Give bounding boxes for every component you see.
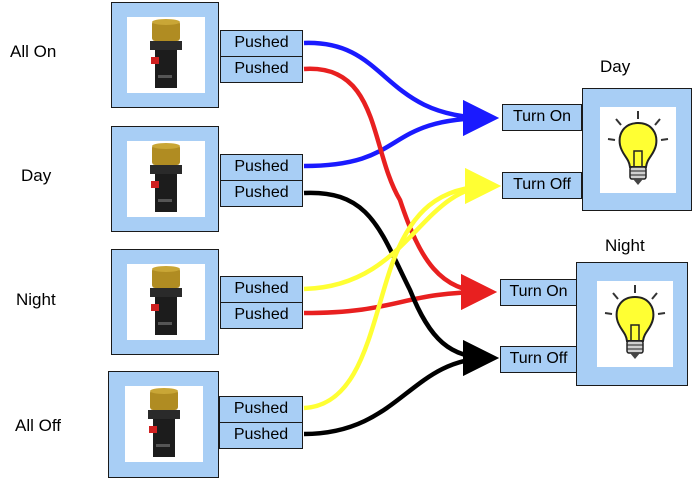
push-button-panel-day[interactable]: [111, 126, 219, 232]
wire-alloff-to-night-off: [303, 340, 499, 437]
push-button-icon: [127, 141, 205, 217]
push-button-panel-all-on[interactable]: [111, 2, 219, 108]
port-day-turn-on[interactable]: Turn On: [502, 104, 582, 131]
wire-allon-to-day-on: [303, 40, 499, 136]
port-pushed-day-bottom[interactable]: Pushed: [220, 180, 303, 207]
port-pushed-night-top[interactable]: Pushed: [220, 276, 303, 303]
button-label-all-off: All Off: [15, 416, 61, 435]
button-label-all-on: All On: [10, 42, 57, 61]
port-day-turn-off[interactable]: Turn Off: [502, 172, 582, 199]
light-panel-night[interactable]: [576, 262, 688, 386]
light-panel-day[interactable]: [582, 88, 692, 211]
button-label-night: Night: [16, 290, 56, 309]
port-night-turn-off[interactable]: Turn Off: [500, 346, 577, 373]
push-button-icon: [127, 264, 205, 340]
push-button-panel-night[interactable]: [111, 249, 219, 355]
wire-day-to-day-on: [303, 100, 499, 169]
light-label-night: Night: [605, 236, 645, 255]
port-pushed-all-off-bottom[interactable]: Pushed: [219, 422, 303, 449]
port-pushed-day-top[interactable]: Pushed: [220, 154, 303, 181]
wire-night-to-night-on: [303, 274, 497, 316]
wire-day-to-night-off: [303, 190, 499, 376]
wire-alloff-to-day-off: [303, 168, 501, 411]
light-bulb-icon: [597, 281, 673, 367]
port-pushed-all-on-top[interactable]: Pushed: [220, 30, 303, 57]
push-button-panel-all-off[interactable]: [108, 371, 219, 478]
wire-allon-to-night-on: [303, 66, 497, 310]
port-pushed-all-off-top[interactable]: Pushed: [219, 396, 303, 423]
port-night-turn-on[interactable]: Turn On: [500, 279, 577, 306]
wire-night-to-day-off: [303, 168, 501, 292]
push-button-icon: [125, 386, 203, 462]
light-bulb-icon: [600, 107, 676, 193]
port-pushed-all-on-bottom[interactable]: Pushed: [220, 56, 303, 83]
push-button-icon: [127, 17, 205, 93]
light-label-day: Day: [600, 57, 631, 76]
button-label-day: Day: [21, 166, 52, 185]
port-pushed-night-bottom[interactable]: Pushed: [220, 302, 303, 329]
